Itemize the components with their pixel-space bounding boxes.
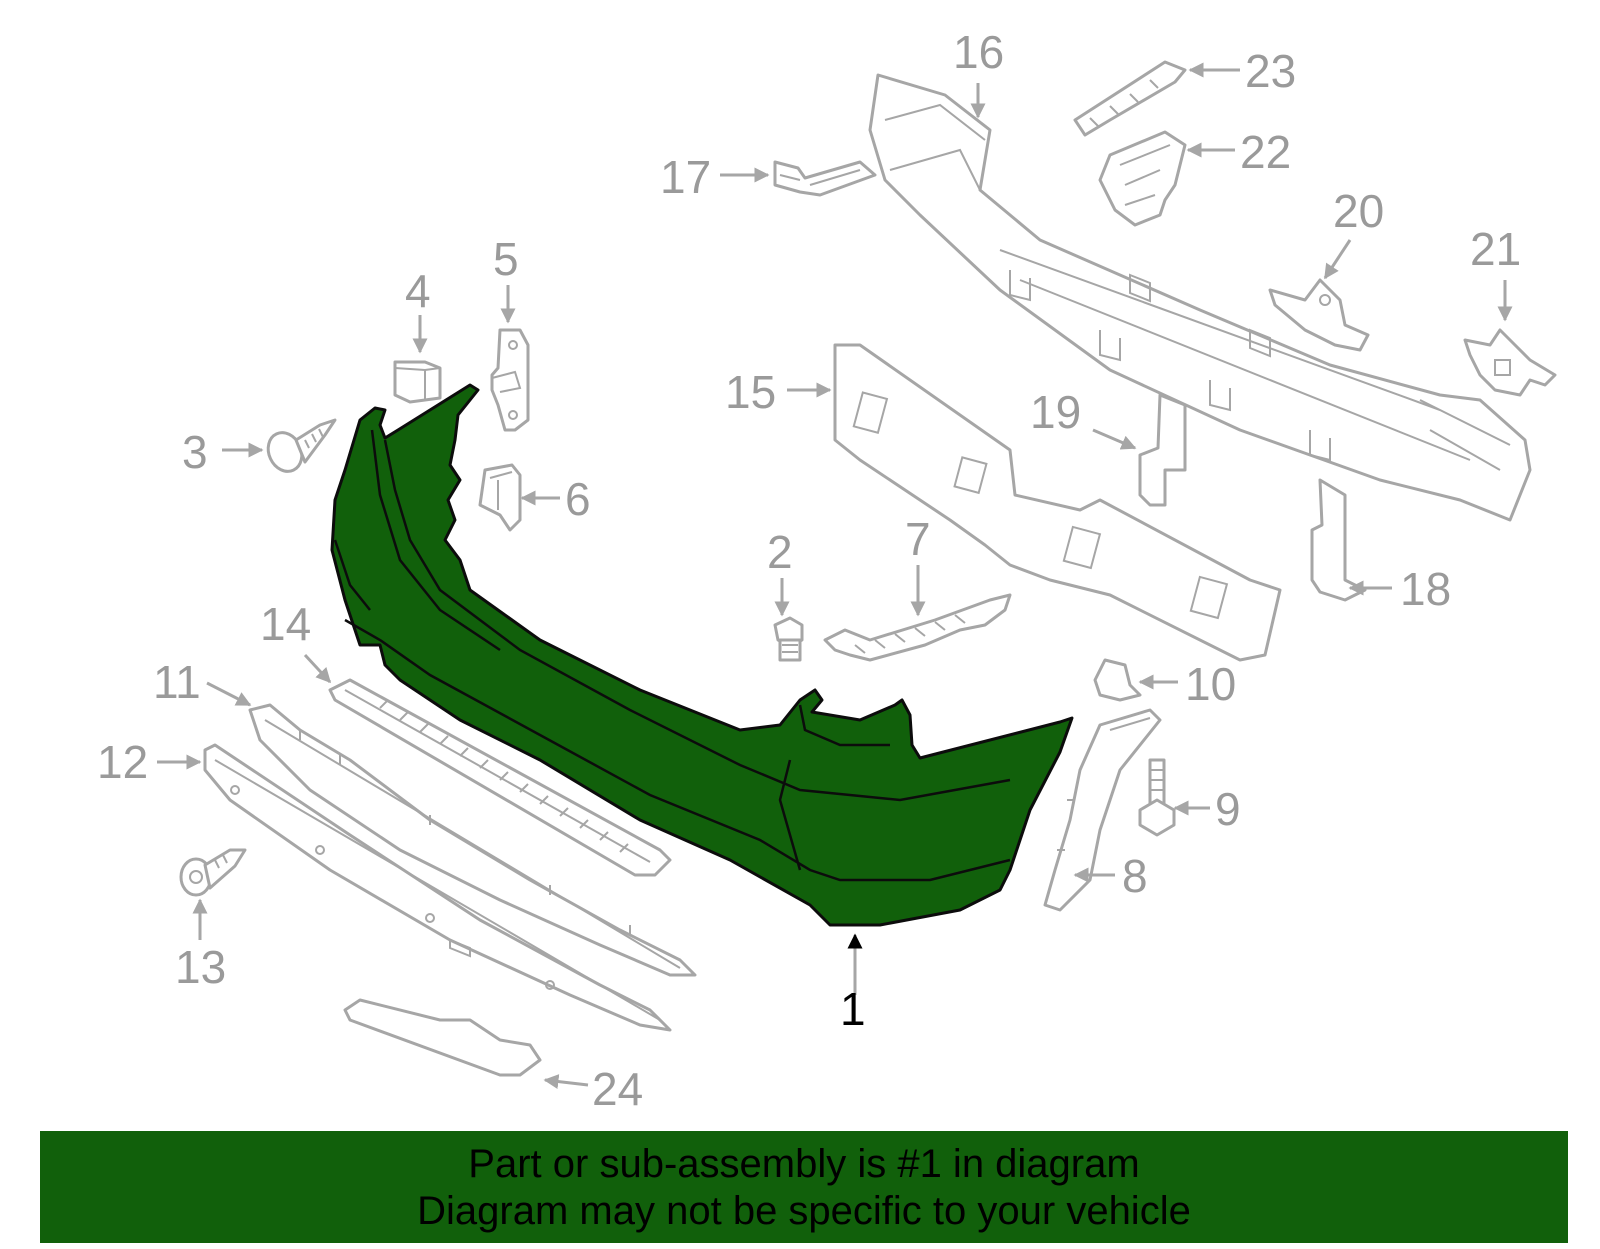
- part-19-bracket: [1138, 393, 1187, 507]
- callout-arrows: [157, 62, 1513, 1090]
- callout-22: 22: [1240, 126, 1291, 178]
- part-20-bracket: [1268, 278, 1370, 352]
- banner-line-1: Part or sub-assembly is #1 in diagram: [468, 1142, 1140, 1186]
- callout-9: 9: [1215, 783, 1241, 835]
- part-23-clip: [1073, 60, 1187, 137]
- callout-20: 20: [1333, 185, 1384, 237]
- part-6-clip: [478, 463, 522, 532]
- part-13-push-pin: [179, 848, 247, 897]
- part-16-reinforcement-beam: [868, 73, 1532, 522]
- callout-19: 19: [1030, 386, 1081, 438]
- part-21-bracket: [1463, 328, 1557, 397]
- callout-4: 4: [405, 265, 431, 317]
- part-2-bolt: [773, 616, 804, 662]
- part-10-clip: [1093, 658, 1142, 702]
- part-12-lower-valance: [203, 743, 672, 1032]
- part-5-bracket: [490, 328, 530, 432]
- callout-23: 23: [1245, 45, 1296, 97]
- callout-1: 1: [840, 983, 866, 1035]
- callout-5: 5: [493, 233, 519, 285]
- callout-labels: 1 2 3 4 5 6 7 8 9 10 11 12 13 14 15 16 1…: [97, 26, 1521, 1115]
- callout-24: 24: [592, 1063, 643, 1115]
- part-18-bracket: [1310, 478, 1367, 602]
- part-14-step-pad: [328, 678, 672, 877]
- part-8-side-bracket: [1043, 708, 1162, 912]
- callout-16: 16: [953, 26, 1004, 78]
- callout-12: 12: [97, 736, 148, 788]
- callout-21: 21: [1470, 223, 1521, 275]
- callout-3: 3: [182, 426, 208, 478]
- part-15-energy-absorber: [833, 343, 1282, 662]
- callout-13: 13: [175, 941, 226, 993]
- callout-6: 6: [565, 473, 591, 525]
- callout-11: 11: [153, 656, 201, 708]
- part-17-bracket: [773, 160, 877, 197]
- callout-10: 10: [1185, 658, 1236, 710]
- part-11-lower-trim: [248, 703, 697, 977]
- callout-14: 14: [260, 598, 311, 650]
- part-4-block: [393, 360, 442, 404]
- callout-7: 7: [905, 513, 931, 565]
- part-1-bumper-cover: [330, 383, 1074, 927]
- part-22-bracket: [1098, 130, 1187, 227]
- callout-2: 2: [767, 526, 793, 578]
- callout-8: 8: [1122, 850, 1148, 902]
- info-banner: Part or sub-assembly is #1 in diagram Di…: [40, 1131, 1568, 1243]
- part-7-bracket: [823, 593, 1012, 662]
- callout-18: 18: [1400, 563, 1451, 615]
- part-3-push-pin: [266, 418, 337, 473]
- banner-line-2: Diagram may not be specific to your vehi…: [417, 1189, 1191, 1233]
- part-9-bolt: [1138, 758, 1176, 837]
- callout-17: 17: [660, 151, 711, 203]
- part-24-reflector: [343, 998, 542, 1077]
- callout-15: 15: [725, 366, 776, 418]
- parts-diagram: 1 2 3 4 5 6 7 8 9 10 11 12 13 14 15 16 1…: [97, 26, 1557, 1115]
